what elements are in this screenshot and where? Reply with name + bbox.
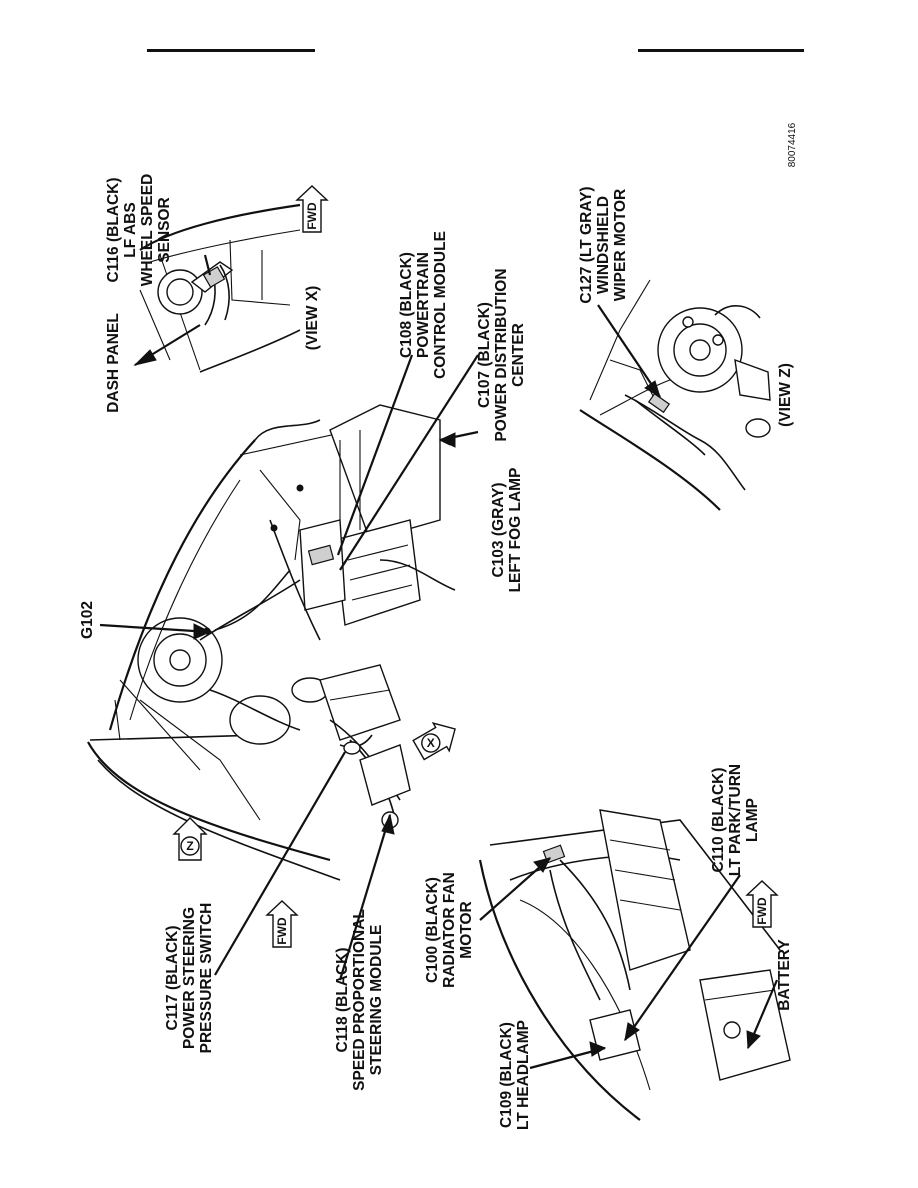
dash-panel-label: DASH PANEL [105,313,122,413]
c103-line2: LEFT FOG LAMP [507,468,524,593]
view-z-letter: Z [186,839,193,853]
c100-line1: C100 (BLACK) [424,877,441,983]
callout-c107: C107 (BLACK) POWER DISTRIBUTION CENTER [476,268,527,441]
fwd-arrow-view-x: FWD [295,185,329,233]
front-lamp-illustration [478,809,791,1121]
c116-line1: C116 (BLACK) [105,177,122,282]
header-rule-left [147,49,315,52]
figure-id: 80074416 [787,122,798,167]
c118-line1: C118 (BLACK) [334,947,351,1052]
c108-line3: CONTROL MODULE [432,231,449,379]
view-x-letter: X [427,736,435,750]
callout-c118: C118 (BLACK) SPEED PROPORTIONAL STEERING… [334,909,385,1091]
c107-line3: CENTER [510,323,527,387]
callout-dash-panel: DASH PANEL [105,313,122,413]
callout-c108: C108 (BLACK) POWERTRAIN CONTROL MODULE [398,231,449,379]
c108-line2: POWERTRAIN [415,252,432,358]
c127-line1: C127 (LT GRAY) [578,186,595,303]
callout-c117: C117 (BLACK) POWER STEERING PRESSURE SWI… [164,903,215,1054]
c127-line2: WINDSHIELD [595,196,612,294]
c116-line3: WHEEL SPEED [139,174,156,287]
c107-line2: POWER DISTRIBUTION [493,268,510,441]
c118-line3: STEERING MODULE [368,925,385,1076]
c109-line1: C109 (BLACK) [498,1022,515,1128]
callout-c116: C116 (BLACK) LF ABS WHEEL SPEED SENSOR [105,174,173,287]
c100-line3: MOTOR [458,901,475,958]
view-x-label: (VIEW X) [304,286,321,351]
view-x-marker: X [412,722,456,761]
c116-line2: LF ABS [122,202,139,257]
c108-line1: C108 (BLACK) [398,252,415,358]
view-z-marker: Z [172,817,208,861]
header-rule-right [638,49,804,52]
fwd-arrow-lamp: FWD [745,880,779,928]
c110-line3: LAMP [744,798,761,842]
c116-line4: SENSOR [156,197,173,262]
view-z-label: (VIEW Z) [777,363,794,427]
c117-line3: PRESSURE SWITCH [198,903,215,1054]
callout-view-z: (VIEW Z) [777,363,794,427]
callout-c127: C127 (LT GRAY) WINDSHIELD WIPER MOTOR [578,186,629,303]
leader-lines [99,254,779,1070]
fwd-arrow-main: FWD [265,900,299,948]
callout-g102: G102 [79,601,96,639]
callout-c109: C109 (BLACK) LT HEADLAMP [498,1020,532,1130]
callout-c103: C103 (GRAY) LEFT FOG LAMP [490,468,524,593]
fwd-label: FWD [755,897,769,925]
callout-c110: C110 (BLACK) LT PARK/TURN LAMP [710,764,761,876]
c117-line1: C117 (BLACK) [164,925,181,1030]
c100-line2: RADIATOR FAN [441,872,458,988]
c110-line1: C110 (BLACK) [710,767,727,872]
view-z-illustration [579,279,771,511]
fwd-label: FWD [275,917,289,945]
fwd-label: FWD [305,202,319,230]
battery-label: BATTERY [776,939,793,1011]
main-engine-illustration [87,404,456,881]
c103-line1: C103 (GRAY) [490,482,507,577]
c117-line2: POWER STEERING [181,907,198,1049]
c127-line3: WIPER MOTOR [612,189,629,302]
callout-battery: BATTERY [776,939,793,1011]
c118-line2: SPEED PROPORTIONAL [351,909,368,1091]
c109-line2: LT HEADLAMP [515,1020,532,1130]
callout-view-x: (VIEW X) [304,286,321,351]
c107-line1: C107 (BLACK) [476,302,493,408]
g102-label: G102 [79,601,96,639]
callout-c100: C100 (BLACK) RADIATOR FAN MOTOR [424,872,475,988]
c110-line2: LT PARK/TURN [727,764,744,876]
figure-id-text: 80074416 [787,122,798,167]
